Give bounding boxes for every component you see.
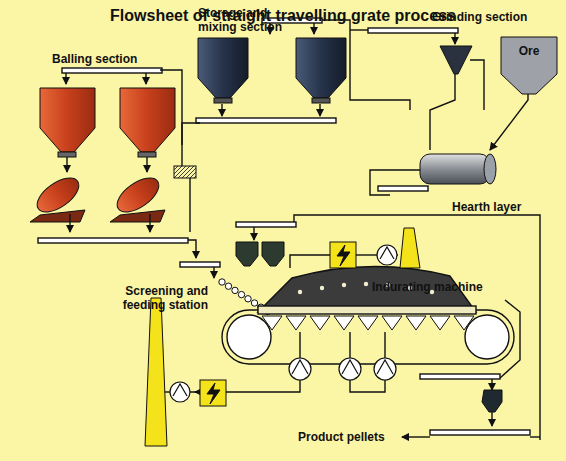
- section-label: Product pellets: [298, 430, 408, 444]
- cyclone: [440, 46, 472, 74]
- product-hopper: [482, 390, 502, 412]
- section-label: Storage and mixing section: [198, 6, 298, 34]
- indurating-machine: [222, 266, 514, 364]
- feed-hopper: [236, 242, 284, 266]
- precipitator: [200, 242, 356, 406]
- ore-hopper: Ore: [500, 36, 558, 98]
- mixer: [174, 166, 196, 178]
- section-label: Screening and feeding station: [98, 284, 208, 312]
- stack: [145, 228, 420, 446]
- section-label: Hearth layer: [452, 200, 552, 214]
- balling-disc: [30, 171, 165, 222]
- silo: [40, 88, 175, 157]
- silo: [198, 38, 346, 103]
- ball-mill: [420, 154, 496, 184]
- node-text: Ore: [500, 36, 558, 58]
- fan: [170, 245, 397, 402]
- section-label: Balling section: [52, 52, 172, 66]
- section-label: Indurating machine: [372, 280, 512, 294]
- section-label: Grinding section: [432, 10, 552, 24]
